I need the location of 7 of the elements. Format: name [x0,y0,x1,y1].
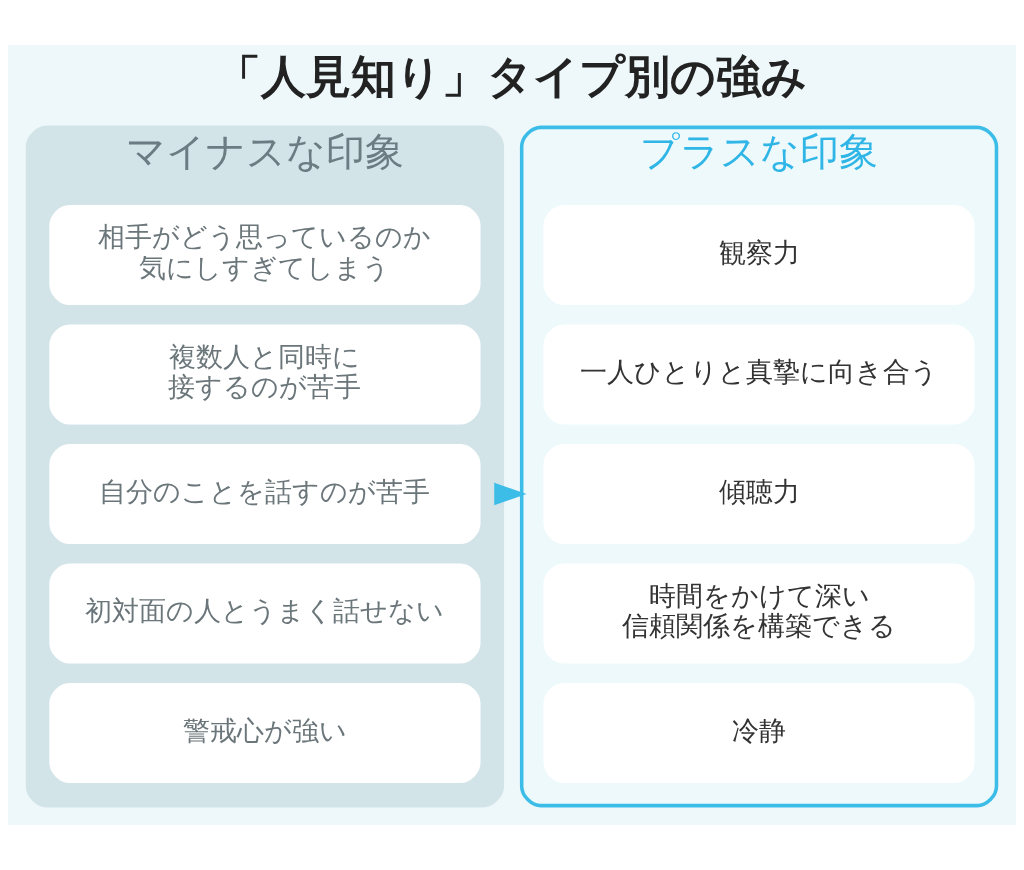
node-box: 相手がどう思っているのか気にしすぎてしまう [49,204,481,305]
node-box: 複数人と同時に接するのが苦手 [49,324,481,425]
node-box: 自分のことを話すのが苦手 [49,443,481,544]
node-box: 警戒心が強い [49,682,481,783]
node-box: 初対面の人とうまく話せない [49,563,481,664]
arrow [494,482,527,506]
diagram-title: 「人見知り」タイプ別の強み [216,50,808,104]
